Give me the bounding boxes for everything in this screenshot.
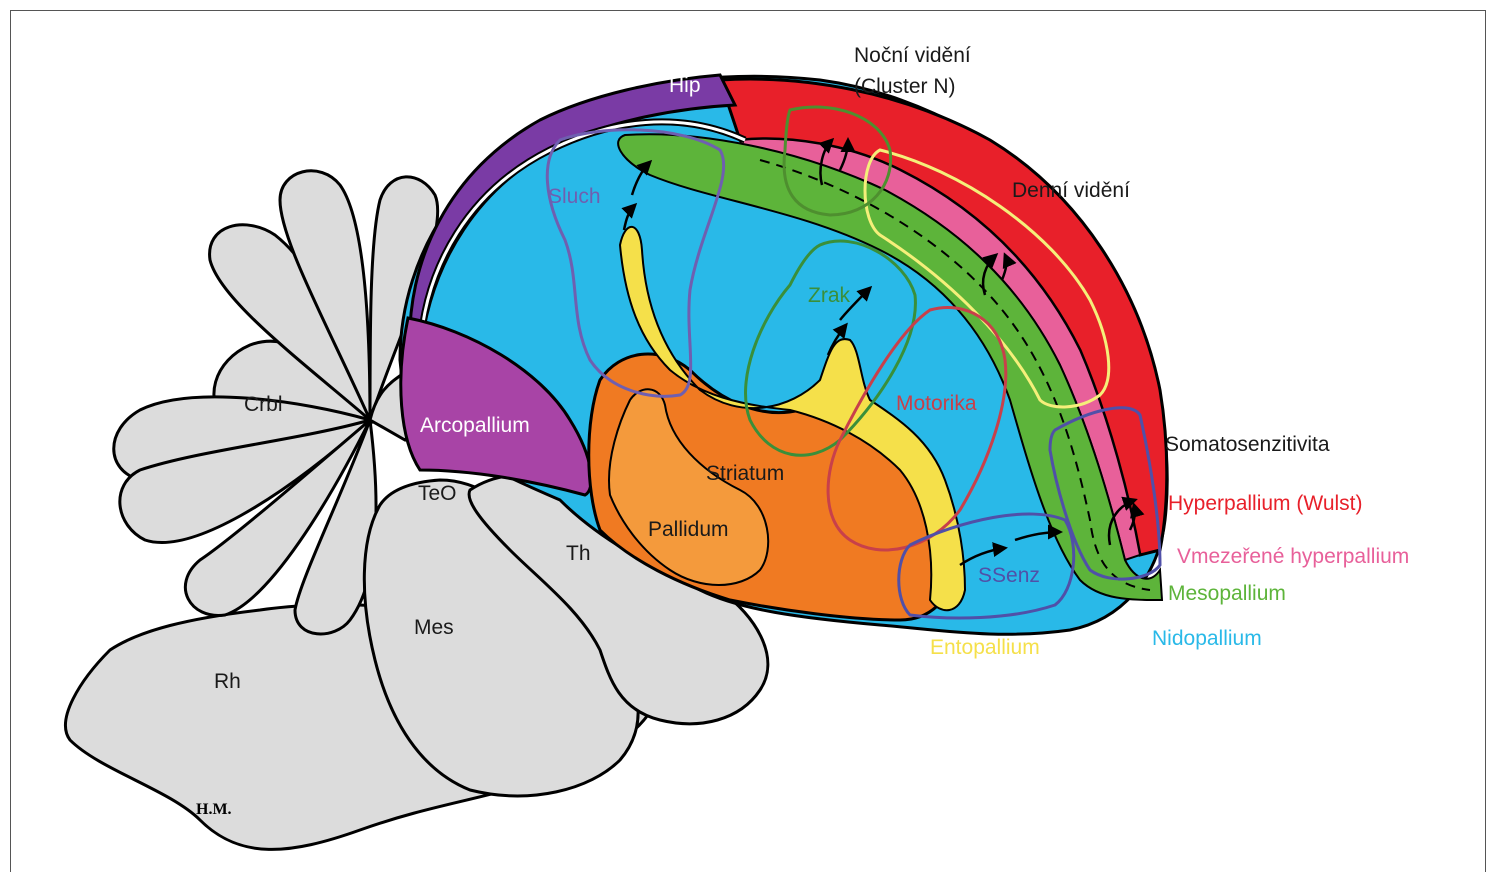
label-night-vision: Noční vidění — [854, 44, 971, 67]
label-hip: Hip — [669, 74, 701, 97]
label-ssenz: SSenz — [978, 564, 1040, 587]
label-mes: Mes — [414, 616, 454, 639]
label-motorika: Motorika — [896, 392, 977, 415]
label-zrak: Zrak — [808, 284, 851, 307]
label-somatosensory: Somatosenzitivita — [1165, 433, 1330, 456]
label-striatum: Striatum — [706, 462, 784, 485]
legend-nidopallium: Nidopallium — [1152, 627, 1262, 650]
label-crbl: Crbl — [244, 393, 283, 416]
label-arcopallium: Arcopallium — [420, 414, 530, 437]
legend-hyperpallium: Hyperpallium (Wulst) — [1168, 492, 1363, 515]
label-rh: Rh — [214, 670, 241, 693]
legend-entopallium: Entopallium — [930, 636, 1040, 659]
label-teo: TeO — [418, 482, 457, 505]
label-day-vision: Denní vidění — [1012, 179, 1130, 202]
author-signature: H.M. — [196, 801, 232, 818]
label-night-vision-cluster: (Cluster N) — [854, 75, 956, 98]
label-pallidum: Pallidum — [648, 518, 729, 541]
label-sluch: Sluch — [548, 185, 601, 208]
legend-mesopallium: Mesopallium — [1168, 582, 1286, 605]
label-th: Th — [566, 542, 591, 565]
legend-interstitial: Vmezeřené hyperpallium — [1177, 545, 1409, 568]
